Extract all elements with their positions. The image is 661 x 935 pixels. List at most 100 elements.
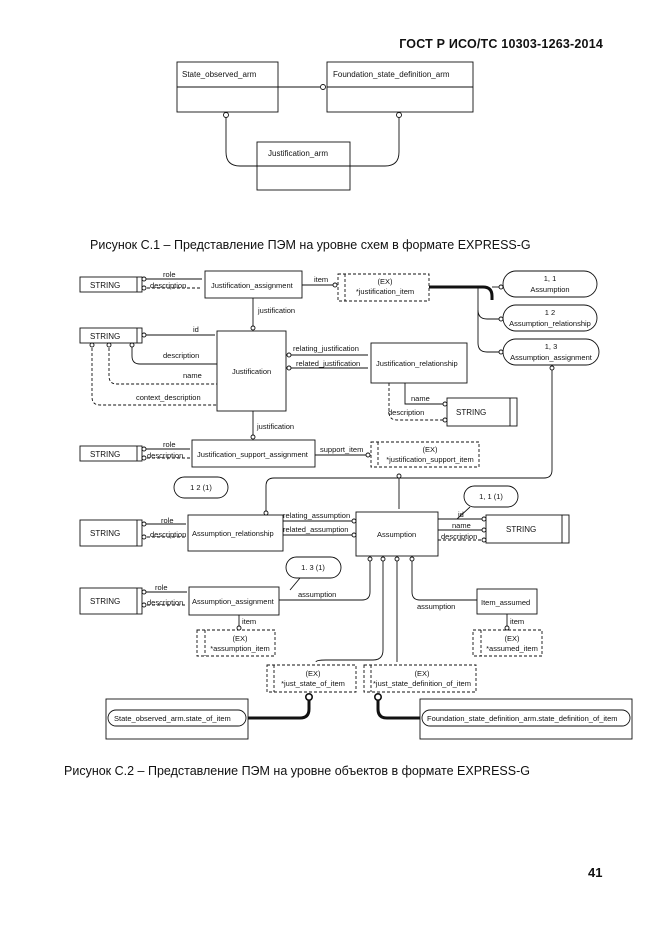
svg-text:role: role	[155, 583, 168, 592]
svg-text:context_description: context_description	[136, 393, 201, 402]
thick-connectors	[248, 285, 494, 720]
select-assumed-item: (EX) *assumed_item	[472, 629, 543, 657]
svg-text:(EX): (EX)	[306, 669, 322, 678]
select-assumption-item: (EX) *assumption_item	[196, 629, 276, 657]
ref-page-1-1: 1, 1 (1)	[463, 485, 519, 508]
select-justification-support-item: (EX) *justification_support_item	[370, 441, 480, 468]
svg-text:Item_assumed: Item_assumed	[481, 598, 530, 607]
select-just-state-definition-of-item: (EX) *just_state_definition_of_item	[363, 664, 477, 693]
svg-text:STRING: STRING	[90, 597, 120, 606]
svg-text:item: item	[242, 617, 256, 626]
svg-text:STRING: STRING	[90, 281, 120, 290]
svg-text:1, 3: 1, 3	[545, 342, 558, 351]
entity-justification	[216, 330, 287, 412]
svg-text:description: description	[441, 532, 477, 541]
string-box-1: STRING	[79, 276, 143, 293]
svg-text:id: id	[458, 510, 464, 519]
svg-text:relating_assumption: relating_assumption	[283, 511, 350, 520]
entity-assumption-relationship	[187, 514, 284, 552]
entity-justification-support-assignment	[191, 439, 316, 468]
svg-text:assumption: assumption	[298, 590, 336, 599]
svg-text:1. 3 (1): 1. 3 (1)	[301, 563, 325, 572]
string-box-4: STRING	[79, 519, 143, 547]
figure-c2-diagram: STRING STRING STRING STRING STRING STRIN…	[79, 270, 633, 740]
svg-text:(EX): (EX)	[378, 277, 394, 286]
svg-text:item: item	[510, 617, 524, 626]
svg-text:STRING: STRING	[90, 450, 120, 459]
svg-text:(EX): (EX)	[233, 634, 249, 643]
svg-text:description: description	[147, 598, 183, 607]
svg-text:justification: justification	[257, 306, 295, 315]
string-box-6: STRING	[446, 397, 518, 427]
svg-text:Justification_assignment: Justification_assignment	[211, 281, 294, 290]
svg-text:(EX): (EX)	[423, 445, 439, 454]
entity-justification-assignment	[204, 270, 303, 299]
attribute-labels: role description item justification id d…	[136, 270, 524, 626]
svg-text:Justification_relationship: Justification_relationship	[376, 359, 458, 368]
svg-text:role: role	[161, 516, 174, 525]
svg-text:justification: justification	[256, 422, 294, 431]
page-number: 41	[588, 865, 603, 880]
svg-text:Assumption_assignment: Assumption_assignment	[192, 597, 275, 606]
svg-text:State_observed_arm.state_of_it: State_observed_arm.state_of_item	[114, 714, 231, 723]
svg-text:*just_state_definition_of_item: *just_state_definition_of_item	[373, 679, 471, 688]
entity-justification-relationship	[370, 342, 468, 384]
figure-c2-caption: Рисунок С.2 – Представление ПЭМ на уровн…	[64, 764, 530, 778]
external-foundation-state: Foundation_state_definition_arm.state_de…	[419, 698, 633, 740]
svg-text:name: name	[452, 521, 471, 530]
label-justification-arm: Justification_arm	[268, 149, 328, 158]
svg-text:1, 1: 1, 1	[544, 274, 557, 283]
svg-text:(EX): (EX)	[505, 634, 521, 643]
svg-text:Foundation_state_definition_ar: Foundation_state_definition_arm.state_de…	[427, 714, 618, 723]
label-foundation-state-definition-arm: Foundation_state_definition_arm	[333, 70, 450, 79]
entity-assumption-assignment	[188, 586, 280, 616]
svg-text:description: description	[150, 530, 186, 539]
svg-text:Assumption: Assumption	[530, 285, 569, 294]
label-state-observed-arm: State_observed_arm	[182, 70, 257, 79]
string-box-7: STRING	[485, 514, 570, 544]
svg-text:Assumption_assignment: Assumption_assignment	[510, 353, 593, 362]
figure-c1-caption: Рисунок С.1 – Представление ПЭМ на уровн…	[90, 238, 531, 252]
figure-c1-diagram: State_observed_arm Foundation_state_defi…	[176, 61, 474, 191]
string-box-5: STRING	[79, 587, 143, 615]
ref-assumption-assignment: 1, 3 Assumption_assignment	[502, 338, 600, 366]
svg-text:description: description	[147, 451, 183, 460]
select-justification-item: (EX) *justification_item	[337, 273, 430, 302]
select-just-state-of-item: (EX) *just_state_of_item	[266, 664, 357, 693]
svg-text:item: item	[314, 275, 328, 284]
svg-text:Justification: Justification	[232, 367, 271, 376]
svg-text:assumption: assumption	[417, 602, 455, 611]
svg-text:*assumed_item: *assumed_item	[486, 644, 538, 653]
svg-text:description: description	[163, 351, 199, 360]
svg-text:(EX): (EX)	[415, 669, 431, 678]
svg-text:1, 1 (1): 1, 1 (1)	[479, 492, 503, 501]
svg-text:id: id	[193, 325, 199, 334]
ref-page-1-3: 1. 3 (1)	[285, 556, 342, 579]
string-box-2: STRING	[79, 327, 143, 344]
svg-text:*just_state_of_item: *just_state_of_item	[281, 679, 345, 688]
svg-text:Justification_support_assignme: Justification_support_assignment	[197, 450, 309, 459]
svg-text:description: description	[150, 281, 186, 290]
svg-text:related_justification: related_justification	[296, 359, 360, 368]
svg-text:1 2 (1): 1 2 (1)	[190, 483, 212, 492]
svg-text:STRING: STRING	[456, 408, 486, 417]
svg-text:Assumption_relationship: Assumption_relationship	[192, 529, 274, 538]
svg-text:Assumption_relationship: Assumption_relationship	[509, 319, 591, 328]
svg-text:name: name	[183, 371, 202, 380]
svg-text:*assumption_item: *assumption_item	[210, 644, 270, 653]
svg-text:relating_justification: relating_justification	[293, 344, 359, 353]
svg-text:support_item: support_item	[320, 445, 363, 454]
svg-text:name: name	[411, 394, 430, 403]
svg-text:*justification_support_item: *justification_support_item	[386, 455, 474, 464]
string-box-3: STRING	[79, 445, 143, 462]
svg-text:1 2: 1 2	[545, 308, 555, 317]
svg-text:related_assumption: related_assumption	[283, 525, 348, 534]
external-state-observed: State_observed_arm.state_of_item	[105, 698, 249, 740]
svg-text:role: role	[163, 440, 176, 449]
svg-text:Assumption: Assumption	[377, 530, 416, 539]
standard-header: ГОСТ Р ИСО/ТС 10303-1263-2014	[399, 37, 603, 51]
svg-text:STRING: STRING	[90, 529, 120, 538]
ref-assumption-relationship: 1 2 Assumption_relationship	[502, 304, 598, 332]
